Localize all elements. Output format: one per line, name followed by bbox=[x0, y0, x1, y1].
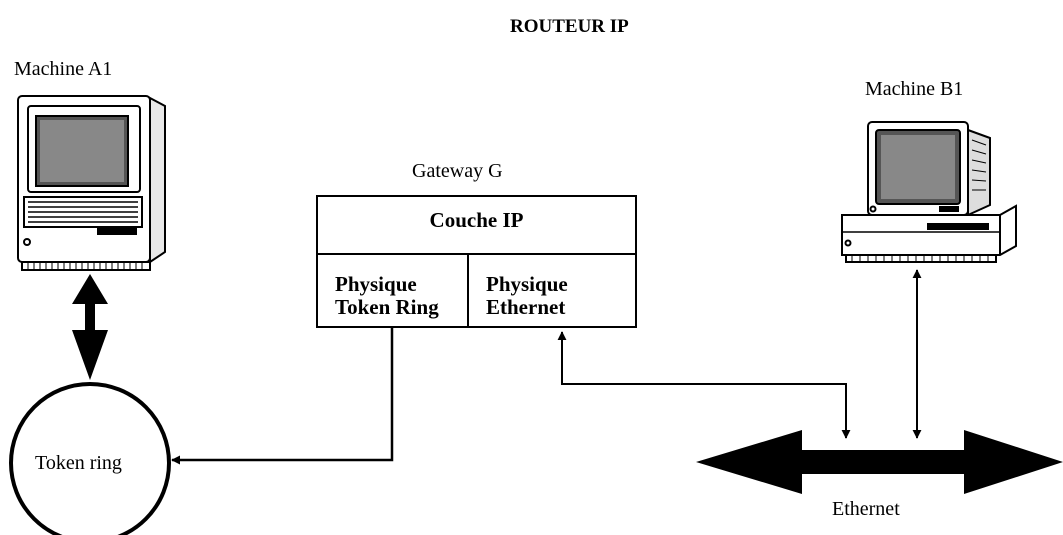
machine-a1-label: Machine A1 bbox=[14, 58, 113, 80]
gateway-label: Gateway G bbox=[412, 160, 503, 182]
ethernet-label: Ethernet bbox=[832, 498, 900, 520]
machine-b1-label: Machine B1 bbox=[865, 78, 964, 100]
gateway-box bbox=[316, 195, 637, 328]
ip-layer-label: Couche IP bbox=[429, 208, 524, 232]
token-ring-label: Token ring bbox=[35, 452, 122, 474]
gateway-token-ring-link bbox=[171, 327, 394, 465]
phys-token-ring-line2: Token Ring bbox=[335, 295, 439, 319]
token-ring-circle bbox=[9, 382, 171, 535]
phys-ethernet-line1: Physique bbox=[486, 272, 568, 296]
phys-token-ring-line1: Physique bbox=[335, 272, 417, 296]
phys-ethernet-line2: Ethernet bbox=[486, 295, 566, 319]
a1-token-ring-link bbox=[72, 274, 108, 380]
gateway-ethernet-link bbox=[557, 331, 851, 439]
computer-a1-icon bbox=[17, 95, 166, 271]
diagram-title: ROUTEUR IP bbox=[510, 16, 629, 37]
computer-b1-icon bbox=[841, 121, 1017, 263]
ethernet-bus bbox=[696, 430, 1063, 494]
